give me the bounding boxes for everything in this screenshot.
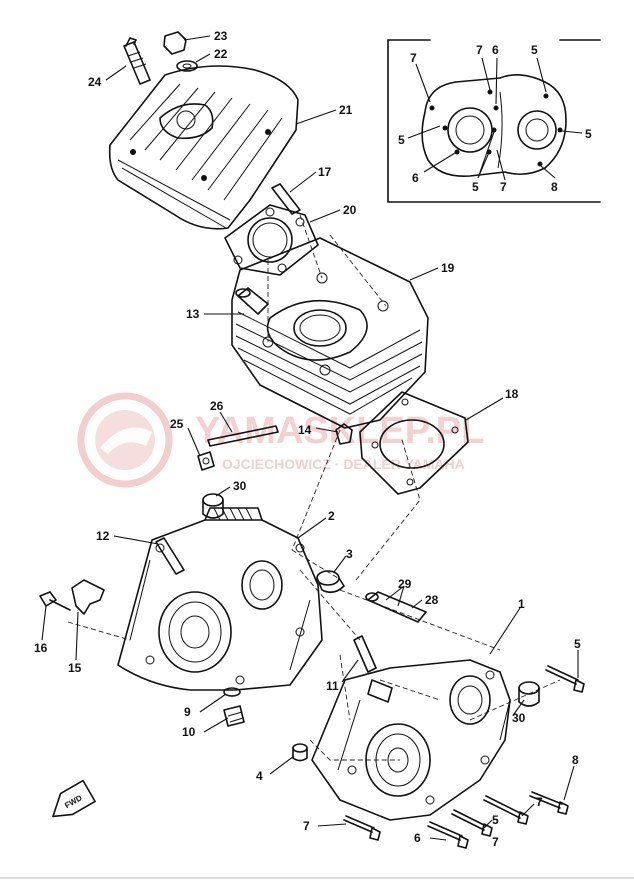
cylinder-head <box>108 65 299 230</box>
inset-callout-8: 8 <box>551 180 558 194</box>
callout-17: 17 <box>318 165 332 179</box>
callout-5: 5 <box>492 813 499 827</box>
callout-5: 5 <box>574 637 581 651</box>
callout-1: 1 <box>518 597 525 611</box>
inset-callout-5: 5 <box>531 43 538 57</box>
callout-9: 9 <box>184 705 191 719</box>
callout-28: 28 <box>425 593 439 607</box>
collar <box>202 493 224 519</box>
callout-30: 30 <box>233 479 247 493</box>
inset-callout-5: 5 <box>398 133 405 147</box>
forward-label: FWD <box>63 793 83 810</box>
callout-6: 6 <box>414 831 421 845</box>
callout-24: 24 <box>88 75 102 89</box>
bushing <box>316 570 345 594</box>
cylinder-block <box>231 237 429 429</box>
callout-22: 22 <box>214 47 228 61</box>
crankcase-inset <box>387 39 601 203</box>
spark-plug <box>123 37 151 85</box>
inset-callout-7: 7 <box>410 51 417 65</box>
dowel-pin <box>292 743 308 762</box>
callout-18: 18 <box>505 387 519 401</box>
dowel-pin <box>335 423 353 445</box>
base-gasket <box>359 391 469 495</box>
callout-23: 23 <box>214 29 228 43</box>
callout-21: 21 <box>339 103 353 117</box>
callout-20: 20 <box>343 203 357 217</box>
inset-callout-7: 7 <box>476 43 483 57</box>
callout-7: 7 <box>536 795 543 809</box>
callout-13: 13 <box>186 307 200 321</box>
callout-3: 3 <box>346 547 353 561</box>
forward-direction-icon: FWD <box>52 779 96 818</box>
collar <box>518 681 540 707</box>
callout-12: 12 <box>96 529 110 543</box>
callout-2: 2 <box>328 509 335 523</box>
crankcase-bolts <box>343 665 585 849</box>
callout-7: 7 <box>303 819 310 833</box>
small-bolt <box>39 591 71 611</box>
oil-pipe <box>197 425 279 471</box>
callout-26: 26 <box>210 399 224 413</box>
callout-15: 15 <box>68 661 82 675</box>
callout-10: 10 <box>182 725 196 739</box>
inset-callout-5: 5 <box>585 127 592 141</box>
crankcase-right <box>311 659 511 821</box>
callout-29: 29 <box>398 577 412 591</box>
callout-30: 30 <box>512 711 526 725</box>
callout-25: 25 <box>170 417 184 431</box>
inset-callout-5: 5 <box>472 180 479 194</box>
inset-callout-6: 6 <box>492 43 499 57</box>
inset-callout-7: 7 <box>500 180 507 194</box>
callout-19: 19 <box>441 261 455 275</box>
callout-4: 4 <box>256 769 263 783</box>
callout-leaders <box>41 35 579 841</box>
inset-callout-6: 6 <box>412 171 419 185</box>
watermark: YAMASKLEP.PL OJCIECHOWICZ · DEALER YAMAH… <box>77 392 484 488</box>
crankcase-stud <box>353 635 377 673</box>
alignment-lines <box>67 214 561 761</box>
callout-8: 8 <box>572 753 579 767</box>
head-nut <box>163 31 198 72</box>
bracket <box>71 579 105 615</box>
head-gasket <box>224 204 319 276</box>
shaft <box>365 591 427 623</box>
crankcase-left <box>117 507 323 691</box>
callout-11: 11 <box>326 679 339 693</box>
drain-plug <box>223 687 245 727</box>
callout-14: 14 <box>298 423 312 437</box>
callout-7: 7 <box>492 835 499 849</box>
stud-bolt <box>271 183 301 215</box>
crankcase-stud <box>155 537 185 575</box>
callout-16: 16 <box>34 641 48 655</box>
